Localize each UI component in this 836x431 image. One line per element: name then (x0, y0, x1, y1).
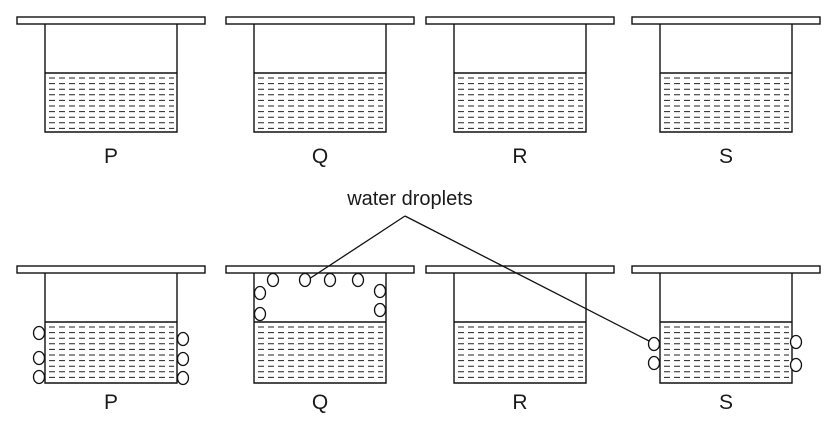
water-droplets-callout: water droplets (308, 188, 652, 343)
beaker-q-after: Q (225, 265, 415, 414)
droplet (176, 331, 190, 347)
droplet (176, 351, 190, 367)
beaker-p-before: P (16, 16, 206, 168)
beaker-lid (631, 16, 821, 25)
beaker-label-q: Q (312, 145, 328, 168)
droplets-outside (32, 325, 190, 386)
droplet (323, 272, 337, 288)
droplet (176, 370, 190, 386)
beaker-lid (16, 16, 206, 25)
droplet (373, 283, 387, 299)
beaker-row-before: P Q R S (16, 16, 821, 168)
beaker-label-s: S (719, 391, 733, 414)
water (458, 77, 583, 129)
callout-leader-s (404, 215, 652, 343)
water (458, 326, 583, 378)
beaker-wall (44, 24, 178, 133)
beaker-wall (253, 273, 387, 384)
beaker-wall (659, 24, 793, 133)
beaker-row-after: P Q R (16, 265, 821, 414)
droplet (253, 306, 267, 322)
beaker-lid (631, 265, 821, 274)
water (258, 326, 383, 378)
beaker-wall (453, 24, 587, 133)
beaker-lid (225, 265, 415, 274)
water (664, 77, 789, 129)
callout-leader-q (308, 215, 406, 280)
water (664, 326, 789, 378)
beaker-r-after: R (425, 265, 615, 414)
droplet (789, 357, 803, 373)
droplet (647, 336, 661, 352)
beaker-lid (225, 16, 415, 25)
droplet (789, 334, 803, 350)
droplet (253, 285, 267, 301)
droplet (351, 272, 365, 288)
beaker-label-r: R (512, 391, 527, 414)
beaker-p-after: P (16, 265, 206, 414)
beaker-label-s: S (719, 145, 733, 168)
droplet (266, 272, 280, 288)
beaker-lid (16, 265, 206, 274)
beaker-r-before: R (425, 16, 615, 168)
droplets-inside (253, 272, 387, 322)
water (49, 326, 174, 378)
callout-label: water droplets (346, 188, 473, 210)
beaker-label-p: P (104, 145, 118, 168)
beaker-q-before: Q (225, 16, 415, 168)
droplet (373, 302, 387, 318)
droplet (32, 325, 46, 341)
beaker-label-p: P (104, 391, 118, 414)
water (258, 77, 383, 129)
water (49, 77, 174, 129)
droplet (32, 369, 46, 385)
beaker-wall (253, 24, 387, 133)
beaker-s-after: S (631, 265, 821, 414)
beaker-label-q: Q (312, 391, 328, 414)
beaker-wall (453, 273, 587, 384)
beaker-lid (425, 265, 615, 274)
beaker-wall (44, 273, 178, 384)
beaker-s-before: S (631, 16, 821, 168)
droplet (32, 350, 46, 366)
beaker-lid (425, 16, 615, 25)
droplets-outside (647, 334, 803, 373)
beaker-label-r: R (512, 145, 527, 168)
droplet (298, 272, 312, 288)
droplet (647, 355, 661, 371)
beaker-wall (659, 273, 793, 384)
